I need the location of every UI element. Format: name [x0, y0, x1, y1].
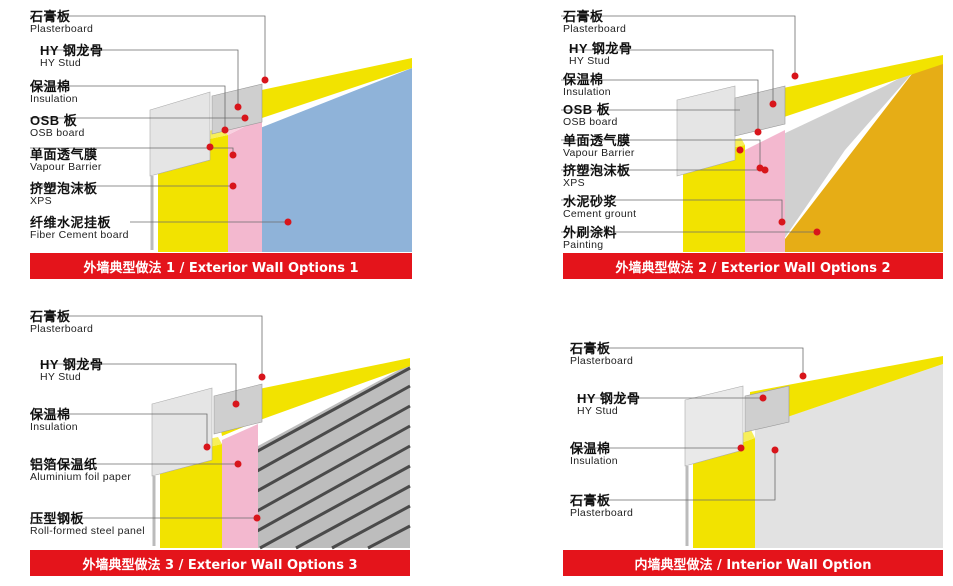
plasterboard-face — [755, 364, 943, 548]
insulation-front — [683, 145, 745, 252]
plasterboard-panel — [149, 91, 211, 177]
fiber-cement-board-face — [255, 68, 412, 252]
panel-title-banner: 内墙典型做法 / Interior Wall Option — [563, 550, 943, 576]
panel-title-banner: 外墙典型做法 2 / Exterior Wall Options 2 — [563, 253, 943, 279]
wall-diagram-1 — [30, 15, 412, 252]
insulation-top — [215, 358, 410, 436]
xps-layer — [745, 130, 785, 252]
steel-stud — [734, 85, 786, 137]
plasterboard-panel — [676, 85, 736, 177]
insulation-top — [750, 356, 943, 428]
panel-title-banner: 外墙典型做法 1 / Exterior Wall Options 1 — [30, 253, 412, 279]
wall-diagram-4 — [570, 347, 943, 548]
wall-diagram-3 — [30, 315, 411, 550]
painting-face — [775, 62, 943, 252]
wall-diagram-2 — [561, 15, 943, 252]
steel-stud — [213, 383, 263, 435]
cement-grout-layer — [760, 70, 915, 252]
plasterboard-panel — [151, 387, 213, 477]
steel-corrugation — [231, 366, 411, 550]
insulation-front — [693, 438, 755, 548]
xps-layer — [228, 118, 262, 252]
insulation-top — [215, 58, 412, 128]
foil-paper-layer — [222, 424, 258, 548]
insulation-top — [735, 55, 943, 130]
steel-stud — [744, 385, 790, 433]
panel-title-banner: 外墙典型做法 3 / Exterior Wall Options 3 — [30, 550, 410, 576]
